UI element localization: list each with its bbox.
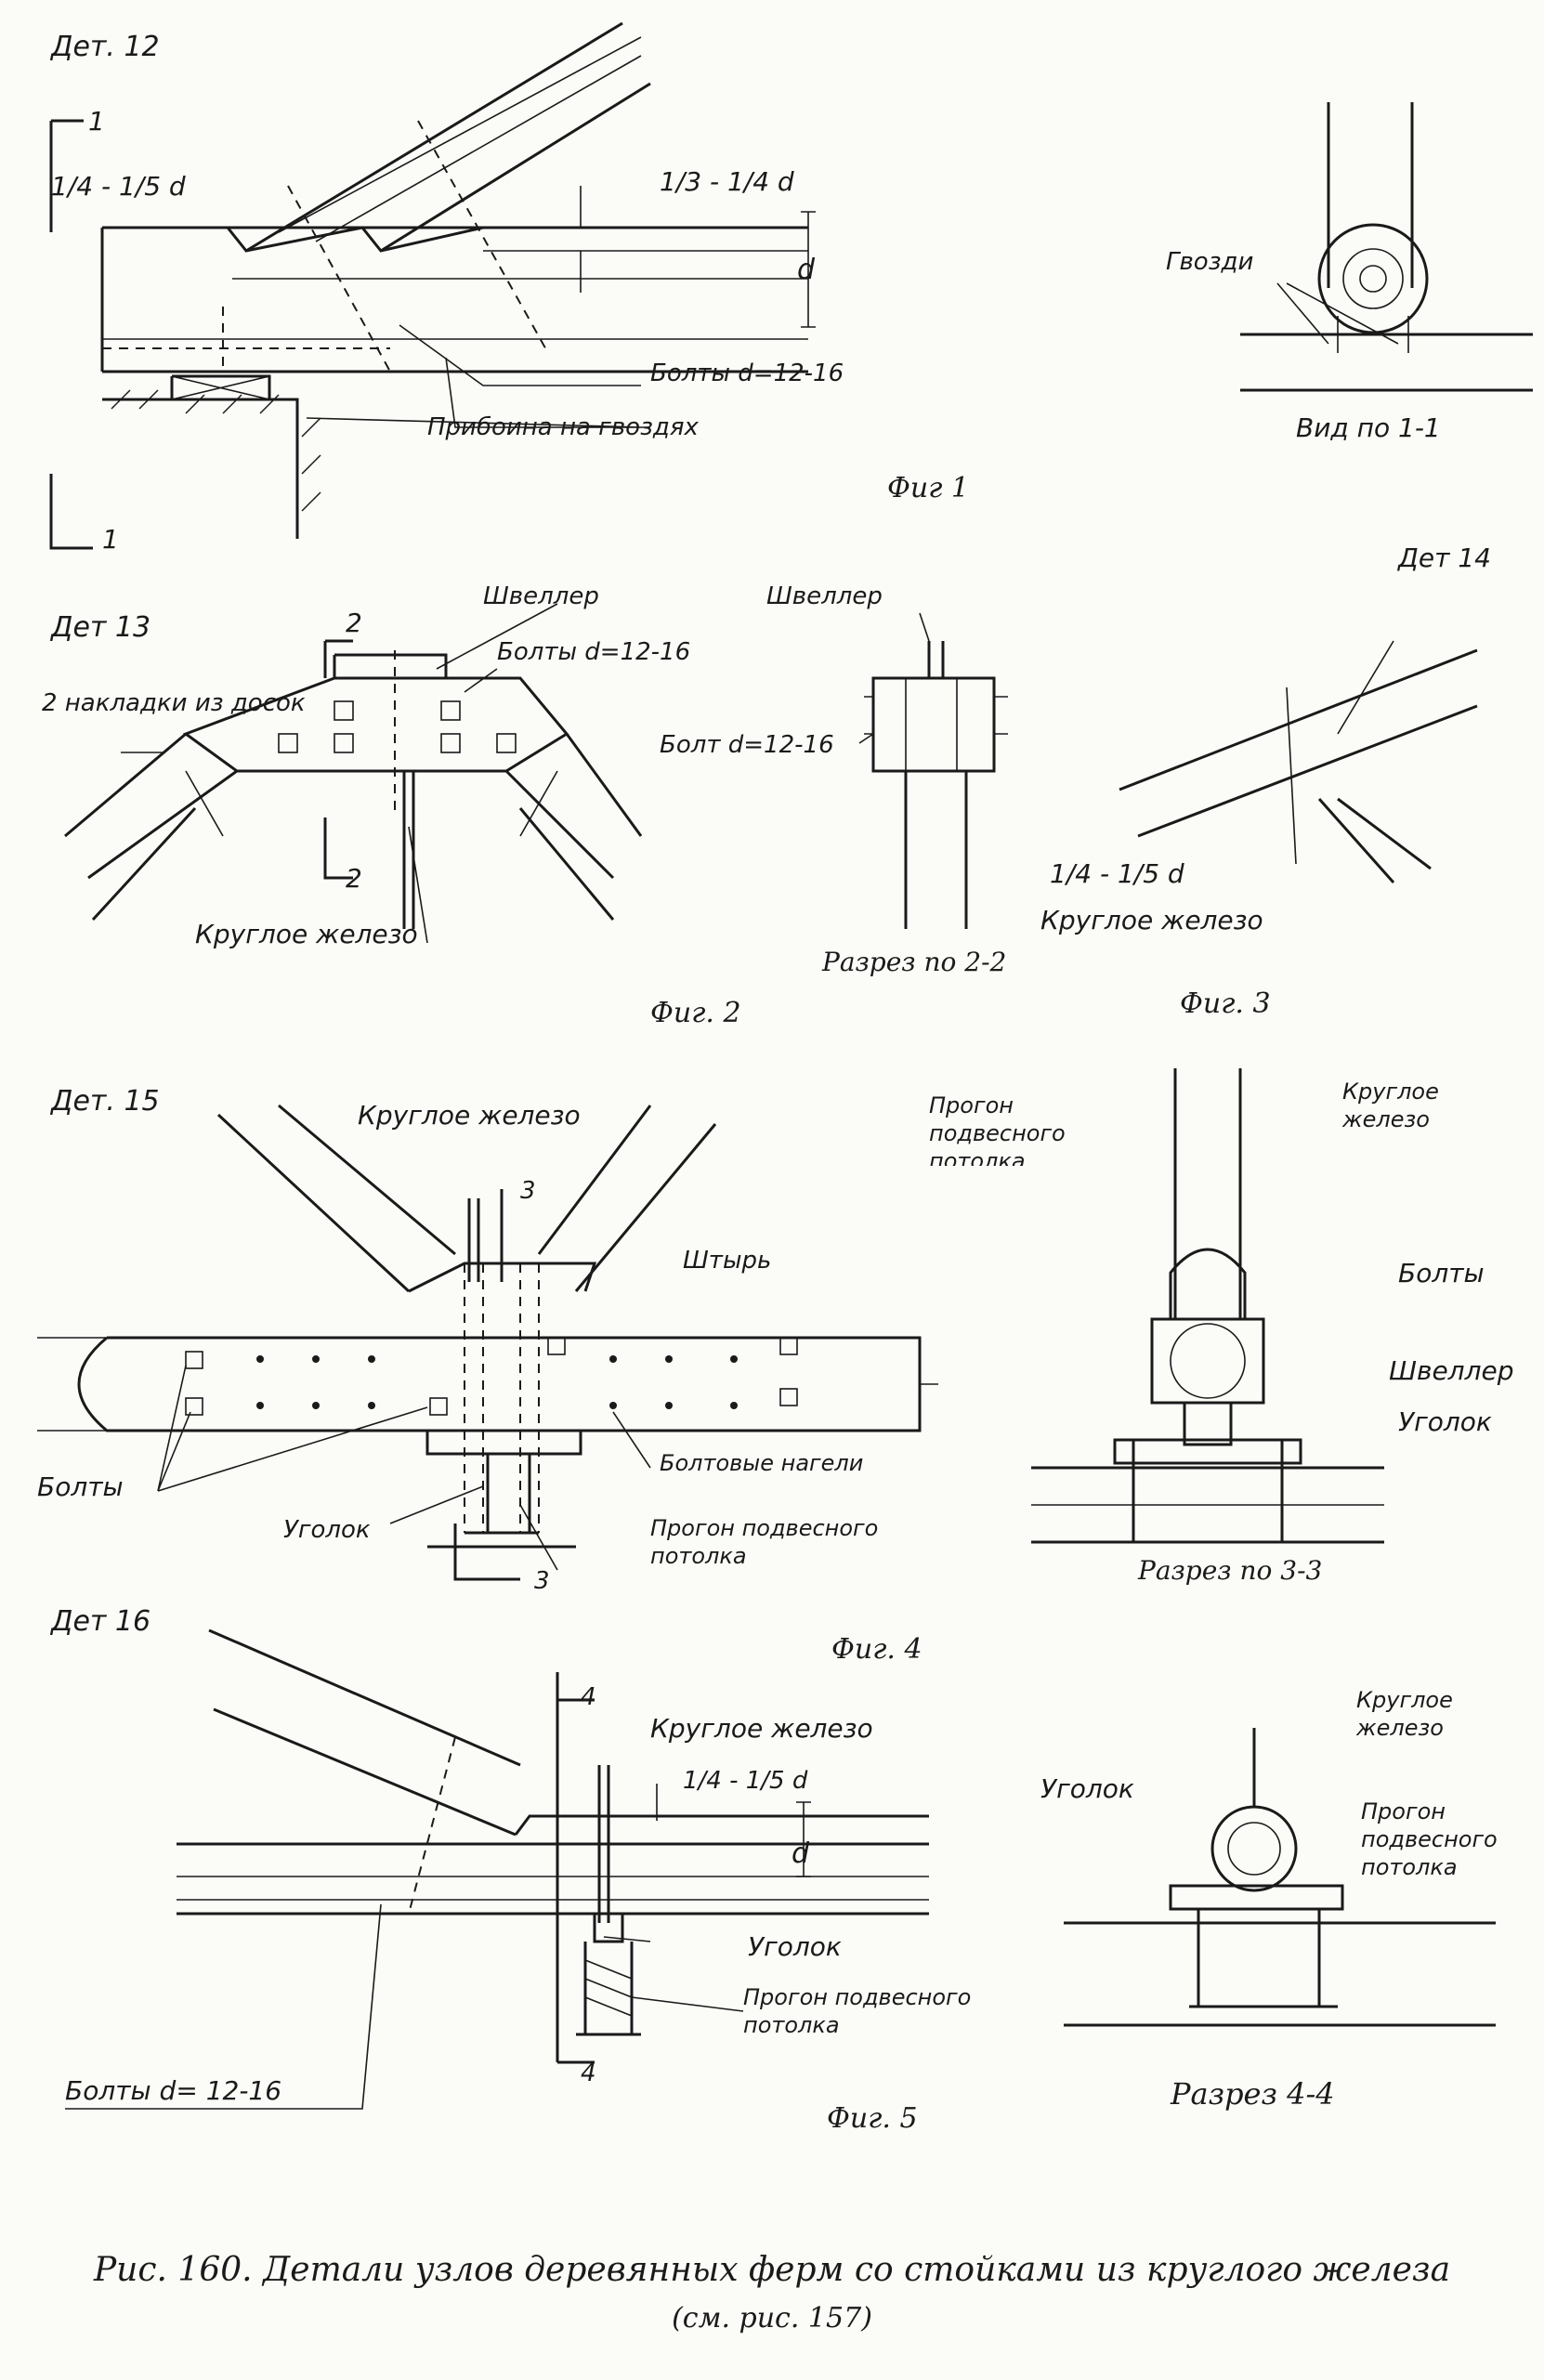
fig4-joint-drawing — [37, 1068, 1384, 1581]
fig4-section-purlin: Прогон подвесного потолка — [929, 1092, 1066, 1166]
fig4-det-label: Дет. 15 — [49, 1085, 160, 1118]
figure-caption-line1: Рис. 160. Детали узлов деревянных ферм с… — [93, 2251, 1450, 2289]
fig4-section-angle: Уголок — [1398, 1406, 1492, 1437]
fig5-section-purlin: Прогон подвесного потолка — [1361, 1798, 1498, 1880]
fig3-det-label: Дет 14 — [1396, 543, 1491, 573]
fig2-section-title: Разрез по 2-2 — [821, 947, 1006, 977]
fig4-section-round-iron: Круглое железо — [1342, 1079, 1439, 1132]
fig1-section-mark-top: 1 — [88, 106, 105, 137]
fig1-dim-right: 1/3 - 1/4 d — [660, 166, 794, 197]
fig5-det-label: Дет 16 — [49, 1605, 150, 1638]
fig3-caption: Фиг. 3 — [1180, 987, 1271, 1020]
fig4-angle-label: Уголок — [283, 1516, 371, 1544]
fig1-nails-strip-label: Прибоина на гвоздях — [427, 413, 700, 441]
fig2-section-bolt: Болт d=12-16 — [660, 731, 834, 759]
fig1-nails-label: Гвозди — [1166, 248, 1253, 276]
fig4-bolts-label: Болты — [37, 1471, 124, 1502]
fig2-bolts-label: Болты d=12-16 — [497, 638, 690, 666]
fig1-dim-left: 1/4 - 1/5 d — [51, 171, 186, 202]
fig5-sec-mark-bottom: 4 — [581, 2060, 596, 2087]
fig2-sec-mark-bottom: 2 — [346, 863, 362, 894]
fig5-round-iron-label: Круглое железо — [650, 1713, 873, 1744]
fig4-bolt-dowels-label: Болтовые нагели — [660, 1450, 864, 1476]
fig1-section-mark-bottom: 1 — [102, 524, 119, 555]
fig5-section-title: Разрез 4-4 — [1170, 2076, 1335, 2112]
fig1-joint-drawing — [49, 21, 1533, 550]
fig5-sec-mark-top: 4 — [581, 1683, 596, 1711]
fig5-angle-label: Уголок — [748, 1931, 842, 1962]
fig5-caption: Фиг. 5 — [827, 2102, 918, 2135]
fig2-channel-label: Швеллер — [483, 582, 599, 610]
fig2-round-iron-label: Круглое железо — [195, 919, 418, 949]
fig5-joint-drawing — [65, 1628, 1496, 2110]
fig4-round-iron-label: Круглое железо — [358, 1100, 581, 1131]
fig3-dim: 1/4 - 1/5 d — [1050, 858, 1184, 889]
fig5-section-round-iron: Круглое железо — [1356, 1687, 1453, 1741]
fig1-bolts-label: Болты d=12-16 — [650, 360, 844, 387]
fig4-caption: Фиг. 4 — [831, 1633, 922, 1666]
fig4-section-channel: Швеллер — [1389, 1355, 1513, 1386]
fig4-sec-mark-bottom: 3 — [534, 1567, 550, 1595]
fig4-section-title: Разрез по 3-3 — [1137, 1555, 1322, 1586]
figure-caption-line2: (см. рис. 157) — [672, 2302, 872, 2334]
fig5-section-angle: Уголок — [1040, 1773, 1134, 1804]
fig1-caption: Фиг 1 — [887, 472, 969, 504]
fig2-section-channel: Швеллер — [766, 582, 883, 610]
fig2-joint-drawing — [64, 603, 1478, 944]
fig2-det-label: Дет 13 — [49, 611, 150, 644]
fig4-section-bolts: Болты — [1398, 1258, 1485, 1288]
fig5-bolts-label: Болты d= 12-16 — [65, 2075, 281, 2106]
fig4-purlin-label: Прогон подвесного потолка — [650, 1515, 879, 1569]
fig2-plates-label: 2 накладки из досок — [42, 689, 306, 717]
fig2-caption: Фиг. 2 — [650, 997, 741, 1029]
fig1-det-label: Дет. 12 — [49, 31, 160, 63]
fig1-dim-d: d — [797, 254, 816, 286]
fig5-dim: 1/4 - 1/5 d — [683, 1767, 808, 1795]
fig4-pin-label: Штырь — [683, 1247, 771, 1275]
fig5-dim-d: d — [792, 1837, 810, 1870]
fig1-view-label: Вид по 1-1 — [1296, 412, 1441, 443]
fig5-purlin-label: Прогон подвесного потолка — [743, 1984, 972, 2038]
fig4-bolt-dowels-text: Болтовые нагели — [660, 1450, 864, 1476]
fig4-sec-mark-top: 3 — [520, 1177, 536, 1205]
fig3-round-iron-label: Круглое железо — [1040, 905, 1263, 935]
fig2-sec-mark-top: 2 — [346, 608, 362, 638]
